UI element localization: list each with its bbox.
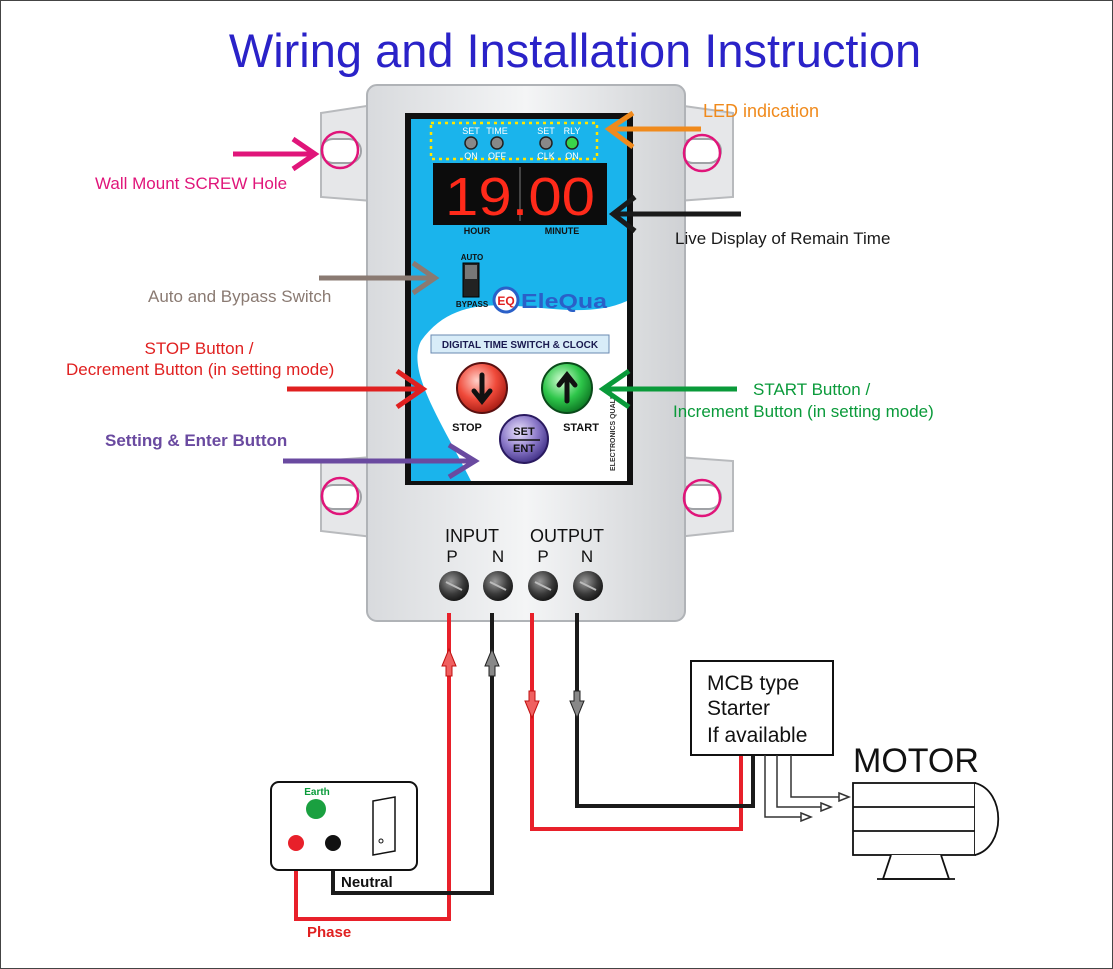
callout-led-text: LED indication xyxy=(703,101,819,121)
phase-pin-icon xyxy=(288,835,304,851)
setting-arrow-icon xyxy=(283,442,480,480)
wire-phase-input xyxy=(294,613,451,921)
callout-display-text: Live Display of Remain Time xyxy=(675,229,890,248)
led4-top: RLY xyxy=(564,126,581,136)
motor-drawing xyxy=(852,782,999,880)
screw-hole-ring-tr xyxy=(682,133,722,173)
led-group: SET ON TIME OFF SET CLK RLY ON xyxy=(462,126,580,161)
screw-hole-ring-bl xyxy=(320,476,360,516)
brand-name: EleQua xyxy=(521,291,608,313)
earth-label: Earth xyxy=(304,787,330,798)
page-title: Wiring and Installation Instruction xyxy=(229,24,921,77)
led4-indicator xyxy=(565,136,579,150)
callout-mount-text: Wall Mount SCREW Hole xyxy=(95,174,287,193)
mcb-line1: MCB type xyxy=(707,672,799,695)
led2-bottom: OFF xyxy=(488,151,506,161)
neutral-pin-icon xyxy=(325,835,341,851)
callout-start-line1: START Button / xyxy=(753,380,870,399)
switch-lever[interactable] xyxy=(465,265,477,279)
led2-indicator xyxy=(490,136,504,150)
minute-label: MINUTE xyxy=(545,226,580,236)
callout-start-line2: Increment Button (in setting mode) xyxy=(673,402,934,421)
set-label: SET xyxy=(513,426,535,438)
input-label: INPUT xyxy=(445,526,499,546)
led-highlight-box xyxy=(429,121,599,161)
side-text: ELECTRONICS QUALITY xyxy=(610,388,617,471)
motor-wires xyxy=(764,755,852,823)
callout-stop: STOP Button / Decrement Button (in setti… xyxy=(66,339,428,410)
terminal-n1-label: N xyxy=(492,547,504,566)
switch-auto-label: AUTO xyxy=(461,253,484,262)
led3-top: SET xyxy=(537,126,555,136)
wire-phase-output xyxy=(530,613,743,831)
callout-led: LED indication xyxy=(604,101,819,149)
model-label-box xyxy=(430,334,610,354)
screw-hole-ring-br xyxy=(682,478,722,518)
terminal-p2-label: P xyxy=(537,547,548,566)
callout-switch-text: Auto and Bypass Switch xyxy=(148,287,331,306)
start-arrow-icon xyxy=(598,368,737,410)
phase-label: Phase xyxy=(307,924,351,941)
terminal-screws xyxy=(439,571,603,601)
terminal-n2-label: N xyxy=(581,547,593,566)
switch-arrow-icon xyxy=(319,260,440,296)
callout-start: START Button / Increment Button (in sett… xyxy=(598,368,934,421)
led-strip xyxy=(411,119,627,161)
mount-arrow-icon xyxy=(233,136,320,172)
neutral-up-arrow-icon xyxy=(484,647,500,677)
callout-switch: Auto and Bypass Switch xyxy=(148,260,440,306)
ent-label: ENT xyxy=(513,443,535,455)
arrow-down-icon xyxy=(471,372,493,406)
led3-bottom: CLK xyxy=(537,151,555,161)
mcb-line3: If available xyxy=(707,724,807,747)
mcb-line2: Starter xyxy=(707,697,770,720)
earth-pin-icon xyxy=(306,799,326,819)
brand-logo: EQ EleQua xyxy=(492,286,608,314)
led1-bottom: ON xyxy=(464,151,478,161)
callout-display: Live Display of Remain Time xyxy=(608,195,890,248)
callout-mount: Wall Mount SCREW Hole xyxy=(95,136,320,193)
stop-arrow-icon xyxy=(287,368,428,410)
motor-label: MOTOR xyxy=(853,742,979,780)
callout-stop-line2: Decrement Button (in setting mode) xyxy=(66,360,334,379)
screw-hole-ring-tl xyxy=(320,130,360,170)
callout-stop-line1: STOP Button / xyxy=(145,339,254,358)
neutral-down-arrow-icon xyxy=(569,690,585,720)
switch-bypass-label: BYPASS xyxy=(456,300,489,309)
phase-up-arrow-icon xyxy=(441,647,457,677)
led3-indicator xyxy=(539,136,553,150)
led1-indicator xyxy=(464,136,478,150)
led4-bottom: ON xyxy=(565,151,579,161)
brand-mark: EQ xyxy=(497,294,514,308)
output-label: OUTPUT xyxy=(530,526,604,546)
led1-top: SET xyxy=(462,126,480,136)
arrow-up-icon xyxy=(556,370,578,404)
set-enter-button[interactable] xyxy=(499,414,549,464)
model-label: DIGITAL TIME SWITCH & CLOCK xyxy=(442,340,599,351)
neutral-label: Neutral xyxy=(341,874,393,891)
start-label: START xyxy=(563,422,599,434)
display-arrow-icon xyxy=(608,195,741,233)
mcb-box xyxy=(690,660,834,756)
phase-down-arrow-icon xyxy=(524,690,540,720)
hour-label: HOUR xyxy=(464,226,491,236)
stop-label: STOP xyxy=(452,422,482,434)
socket-switch-icon xyxy=(372,796,396,856)
led2-top: TIME xyxy=(486,126,508,136)
terminal-p1-label: P xyxy=(446,547,457,566)
callout-setting: Setting & Enter Button xyxy=(105,431,480,480)
led-arrow-icon xyxy=(604,110,701,149)
callout-setting-text: Setting & Enter Button xyxy=(105,431,287,450)
display-value: 19.00 xyxy=(445,167,595,227)
